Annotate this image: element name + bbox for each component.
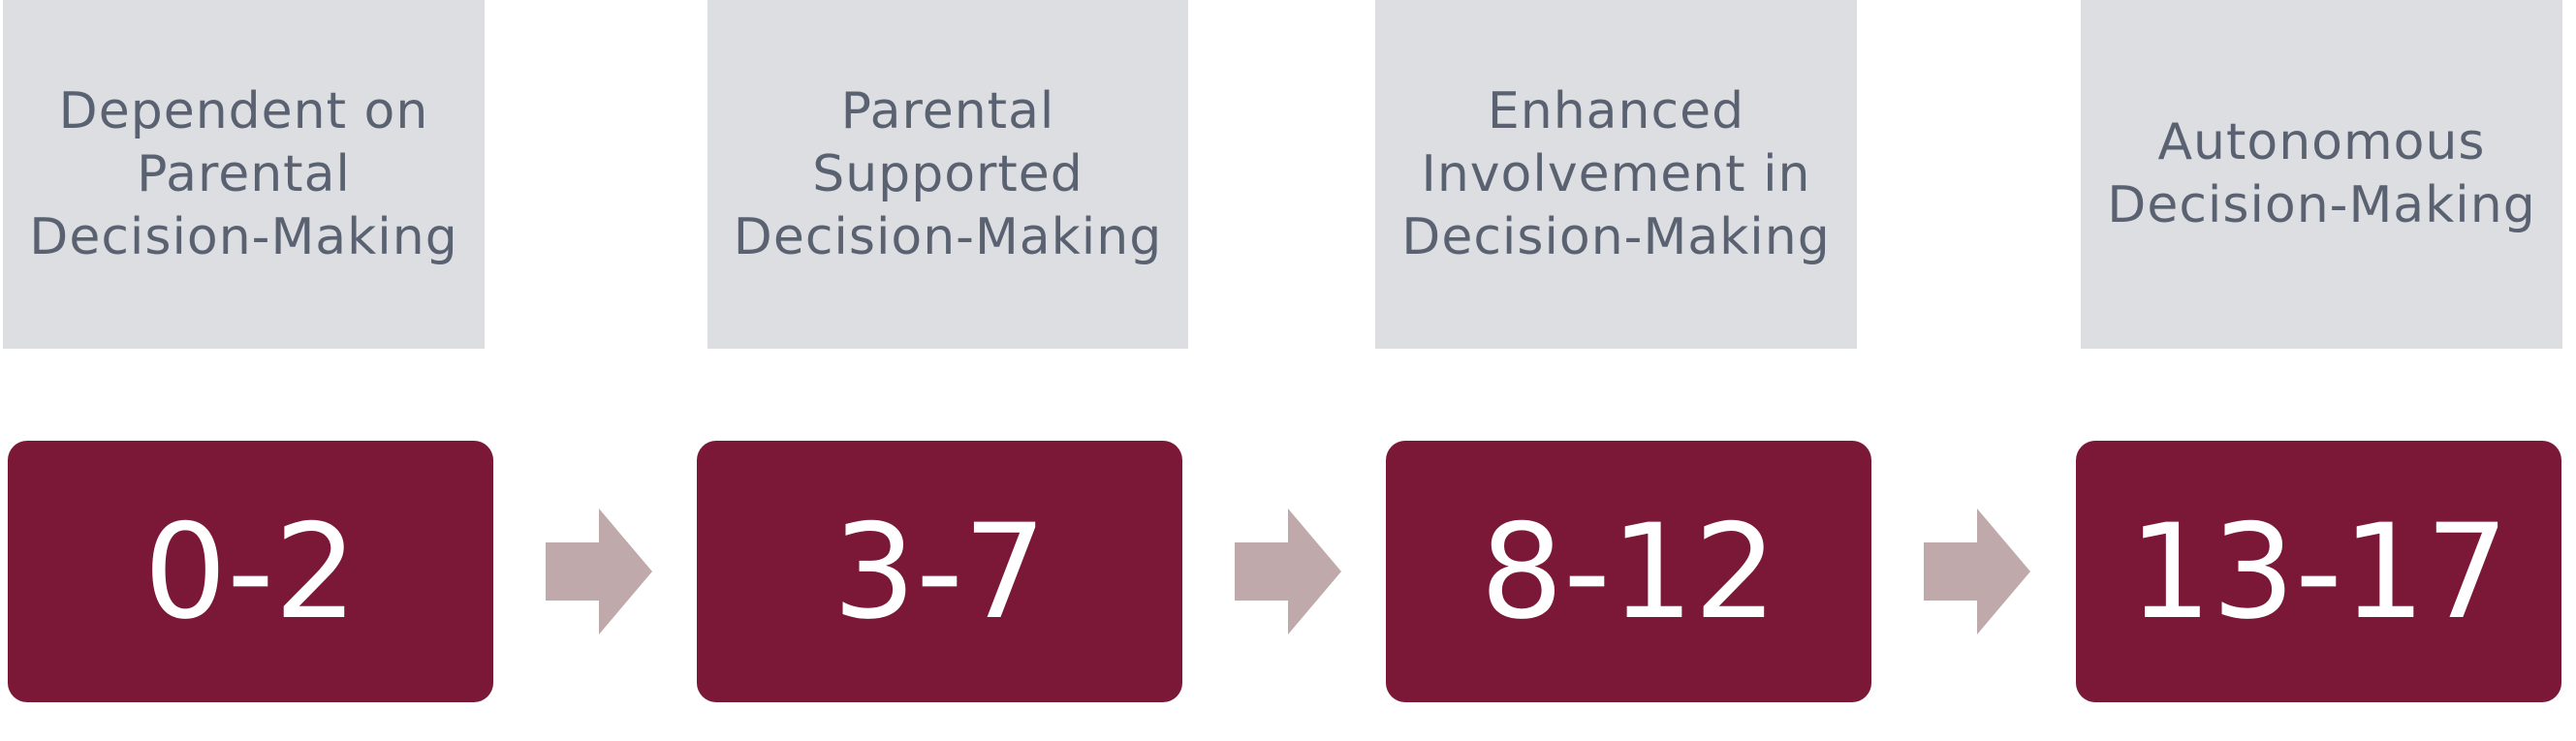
age-range-box: 13-17: [2076, 441, 2561, 702]
age-range-box: 3-7: [697, 441, 1182, 702]
age-range-box: 0-2: [8, 441, 493, 702]
stage-label-autonomous: Autonomous Decision-Making: [2081, 0, 2562, 349]
arrow-right-icon: [1924, 509, 2030, 634]
stage-label-dependent: Dependent on Parental Decision-Making: [3, 0, 485, 349]
arrow-right-icon: [546, 509, 652, 634]
age-range-box: 8-12: [1386, 441, 1871, 702]
arrow-right-icon: [1235, 509, 1341, 634]
stage-label-parental-supported: Parental Supported Decision-Making: [707, 0, 1188, 349]
stage-label-enhanced-involvement: Enhanced Involvement in Decision-Making: [1375, 0, 1857, 349]
